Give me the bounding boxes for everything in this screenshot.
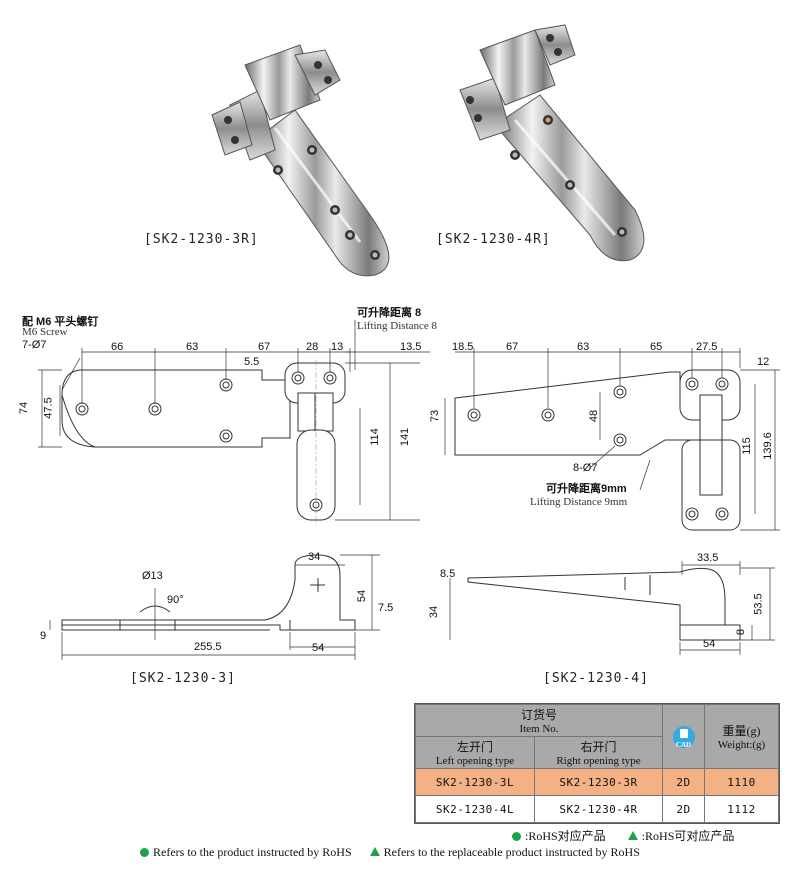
lift-4-en: Lifting Distance 9mm (530, 496, 628, 508)
dim-s4-34: 34 (428, 605, 441, 619)
dim-s3-34: 34 (308, 551, 321, 563)
holes-3: 7-Ø7 (22, 339, 47, 351)
dim-s3-255-5: 255.5 (194, 641, 222, 653)
dim-s3-54h: 54 (312, 642, 325, 654)
dim-s3-54v: 54 (356, 589, 369, 603)
dim-3-63: 63 (186, 341, 199, 353)
dim-s3-9: 9 (40, 630, 47, 642)
dim-4-67: 67 (506, 341, 519, 353)
dim-4-73: 73 (429, 409, 442, 423)
hinge-photo-4r (459, 24, 645, 262)
lift-3-cn: 可升降距离 8 (357, 307, 422, 319)
cad-icon: CAD (672, 725, 695, 749)
dim-3-141: 141 (399, 427, 412, 447)
holes-4: 8-Ø7 (573, 462, 598, 474)
side3-caption: [SK2-1230-3] (130, 671, 236, 686)
dim-3-13: 13 (331, 341, 344, 353)
dim-4-12: 12 (757, 356, 770, 368)
dim-3-28: 28 (306, 341, 319, 353)
dim-s3-angle-90: 90° (167, 594, 184, 606)
spec-table: 订货号 Item No. CAD 重量(g) Weight:(g) 左开门 Le… (414, 703, 780, 824)
photo-caption-4r: [SK2-1230-4R] (436, 232, 551, 247)
lift-4-cn: 可升降距离9mm (546, 483, 627, 495)
side4-caption: [SK2-1230-4] (543, 671, 649, 686)
lift-3-en: Lifting Distance 8 (357, 320, 438, 332)
dim-s4-8-5: 8.5 (440, 568, 456, 580)
rohs-dot-icon (512, 832, 521, 841)
dim-s3-7-5: 7.5 (378, 602, 394, 614)
hinge-photo-3r (211, 44, 390, 277)
photo-caption-3r: [SK2-1230-3R] (144, 232, 259, 247)
dim-4-63: 63 (577, 341, 590, 353)
rohs-dot-icon (140, 848, 149, 857)
dim-4-18-5: 18.5 (452, 341, 474, 353)
dim-3-74: 74 (18, 401, 31, 415)
dim-3-5-5: 5.5 (244, 356, 260, 368)
rohs-legend-en: Refers to the product instructed by RoHS… (140, 845, 640, 860)
rohs-legend-cn: :RoHS对应产品 :RoHS可对应产品 (512, 827, 734, 844)
right-opening-header: 右开门 Right opening type (534, 736, 663, 769)
screw-note-en: M6 Screw (22, 326, 68, 338)
dim-4-139-6: 139.6 (761, 432, 774, 460)
dim-s4-8: 8 (735, 628, 748, 636)
dim-4-65: 65 (650, 341, 663, 353)
dim-s4-54: 54 (703, 638, 716, 650)
dim-s4-33-5: 33.5 (697, 552, 719, 564)
rohs-triangle-icon (369, 847, 380, 856)
dim-3-13-5: 13.5 (400, 341, 422, 353)
dim-3-114: 114 (368, 428, 381, 446)
table-row: SK2-1230-4L SK2-1230-4R 2D 1112 (414, 795, 779, 823)
dim-4-115: 115 (740, 437, 753, 455)
dim-s3-diameter-13: Ø13 (142, 570, 163, 582)
weight-header: 重量(g) Weight:(g) (704, 704, 779, 769)
item-no-header: 订货号 Item No. (415, 704, 663, 737)
table-row: SK2-1230-3L SK2-1230-3R 2D 1110 (414, 768, 779, 796)
dim-3-47-5: 47.5 (42, 397, 55, 419)
left-opening-header: 左开门 Left opening type (414, 736, 536, 769)
dim-4-27-5: 27.5 (696, 341, 718, 353)
dim-3-67: 67 (258, 341, 271, 353)
screw-note-cn: 配 M6 平头螺钉 (22, 316, 99, 328)
cad-header: CAD (662, 704, 705, 769)
dim-s4-53-5: 53.5 (752, 593, 765, 615)
dim-4-48: 48 (588, 409, 601, 423)
dim-3-66: 66 (111, 341, 124, 353)
rohs-triangle-icon (627, 831, 638, 840)
